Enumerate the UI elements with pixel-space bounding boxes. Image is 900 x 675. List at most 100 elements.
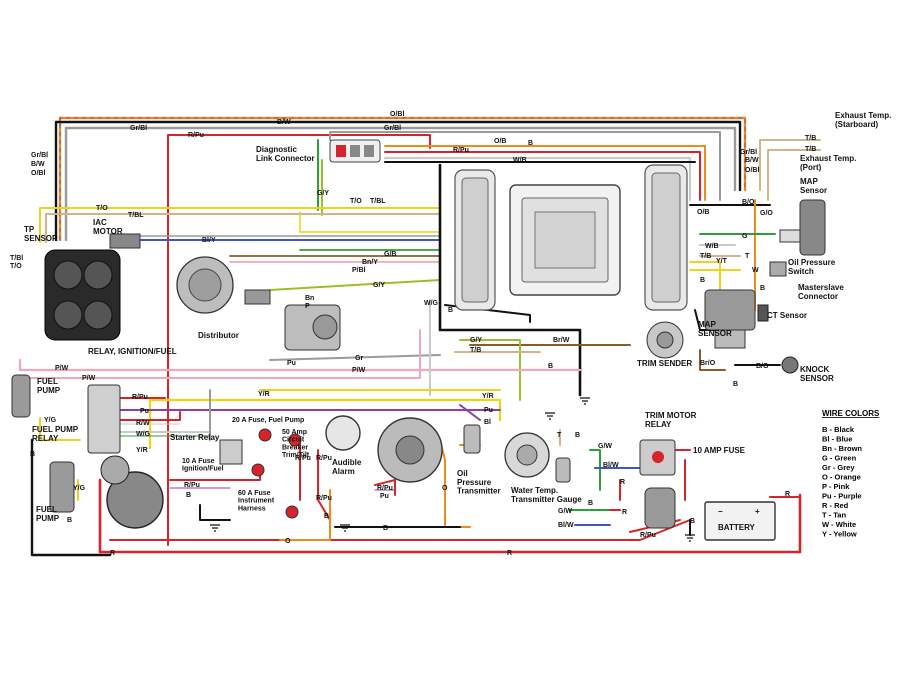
fuel-pump-top [11,374,31,418]
wl-b-alarm: B [324,513,329,520]
oil-pressure-transmitter [463,424,481,454]
breaker-50a [288,433,302,447]
wl-y-r-3: Y/R [136,447,148,454]
wl-b-trim: B [548,363,553,370]
audible-alarm [325,415,361,451]
wire-w-b [383,156,692,202]
wl-br-w: Br/W [553,337,570,344]
wl-r-pu-top: R/Pu [188,132,204,139]
wl-t-b-low: T/B [470,347,481,354]
wl-t-b-port: T/B [805,146,816,153]
wl-t-b-starb: T/B [805,135,816,142]
wire-o-low [279,489,331,541]
wl-t-o-mid: T/O [350,198,362,205]
legend-row: Pu - Purple [822,492,862,501]
label-distributor: Distributor [198,331,239,340]
wl-r-trim: R [620,479,625,486]
wl-gr-bl-top: Gr/Bl [130,125,147,132]
wl-g-y-diag: G/Y [317,190,329,197]
wire-b-w [54,120,742,242]
wire-g-y-low [459,339,521,401]
legend-row: B - Black [822,425,855,434]
fuse-10a [251,463,265,477]
wl-y-t: Y/T [716,258,728,265]
wire-y-t [689,261,721,291]
wire-g-y-main [269,279,441,291]
wl-bl-right: Bl [484,419,491,426]
legend-row: O - Orange [822,473,861,482]
wl-w-b-diag: W/B [513,157,527,164]
wire-r-pu [167,134,431,546]
wl-r-pu-alt: R/Pu [377,485,393,492]
legend-row: Y - Yellow [822,530,857,539]
wl-b-w-right: B/W [745,157,759,164]
wl-bn: Bn [305,295,314,302]
wire-gr-bl [64,126,737,242]
alternator [377,417,443,483]
label-exhaust-temp-starboard: Exhaust Temp.(Starboard) [835,111,891,129]
wire-g-w [589,449,601,491]
wl-b-w-left: B/W [31,161,45,168]
wl-b-trim-gnd: B [588,500,593,507]
svg-text:−: − [718,507,723,516]
instrument-connector [504,432,550,478]
legend-title: WIRE COLORS [822,409,880,418]
oil-pressure-switch [769,261,787,277]
wl-b-inst: B [575,432,580,439]
wl-bl-y: Bl/Y [202,237,216,244]
legend-row: Bn - Brown [822,444,862,453]
wire-r-pu-diag [384,151,701,201]
wire-r-pu-alt [317,449,331,521]
wire-ecu-black-left [438,163,582,397]
wl-y-g-low: Y/G [73,485,86,492]
wire-p-w [18,358,582,372]
wl-o-bl-top: O/Bl [390,111,404,118]
wl-pu-right: Pu [484,407,493,414]
wl-b-mid-r: B [700,277,705,284]
legend-row: R - Red [822,501,849,510]
wire-gr-bl-diag [329,131,721,201]
wl-b-map-low: B [733,381,738,388]
wl-b-map: B [760,285,765,292]
wl-w-g-vert: W/G [424,300,439,307]
label-fuse-20: 20 A Fuse, Fuel Pump [232,417,304,424]
wl-bl-w-trim: Bl/W [603,462,619,469]
ground-symbols [210,397,695,542]
wl-g-b: G/B [384,251,396,258]
wl-r-low: R [622,509,627,516]
wl-r-w: R/W [136,420,150,427]
map-sensor-top [779,199,826,256]
component-labels: Exhaust Temp.(Starboard) Exhaust Temp.(P… [24,111,891,532]
wl-o-b: O/B [494,138,506,145]
wl-b-diag: B [528,140,533,147]
wl-t-bl-mid: T/BL [370,198,386,205]
wire-r-w [119,411,181,421]
label-battery: BATTERY [718,523,756,532]
ecu-body [509,184,621,296]
wl-gr-bl-diag: Gr/Bl [384,125,401,132]
wl-g-w-trim: G/W [598,443,612,450]
label-ct-sensor: CT Sensor [767,311,807,320]
wl-b-g: B/G [756,363,769,370]
map-sensor [704,289,756,349]
fuse-60a [285,505,299,519]
wl-bl-w-low: Bl/W [558,522,574,529]
wires [18,116,821,557]
wire-t-o-2 [299,211,441,233]
wl-pu-relay: Pu [140,408,149,415]
wl-g-y-main: G/Y [373,282,385,289]
distributor [176,256,271,314]
wl-g-y-low: G/Y [470,337,482,344]
wl-p-w-left: P/W [55,365,69,372]
wire-p-w-b [29,329,421,379]
wl-y-r-1: Y/R [258,391,270,398]
water-temp-transmitter [555,457,571,483]
ecu-right-connector [644,164,688,311]
wl-o-alt: O [442,485,448,492]
